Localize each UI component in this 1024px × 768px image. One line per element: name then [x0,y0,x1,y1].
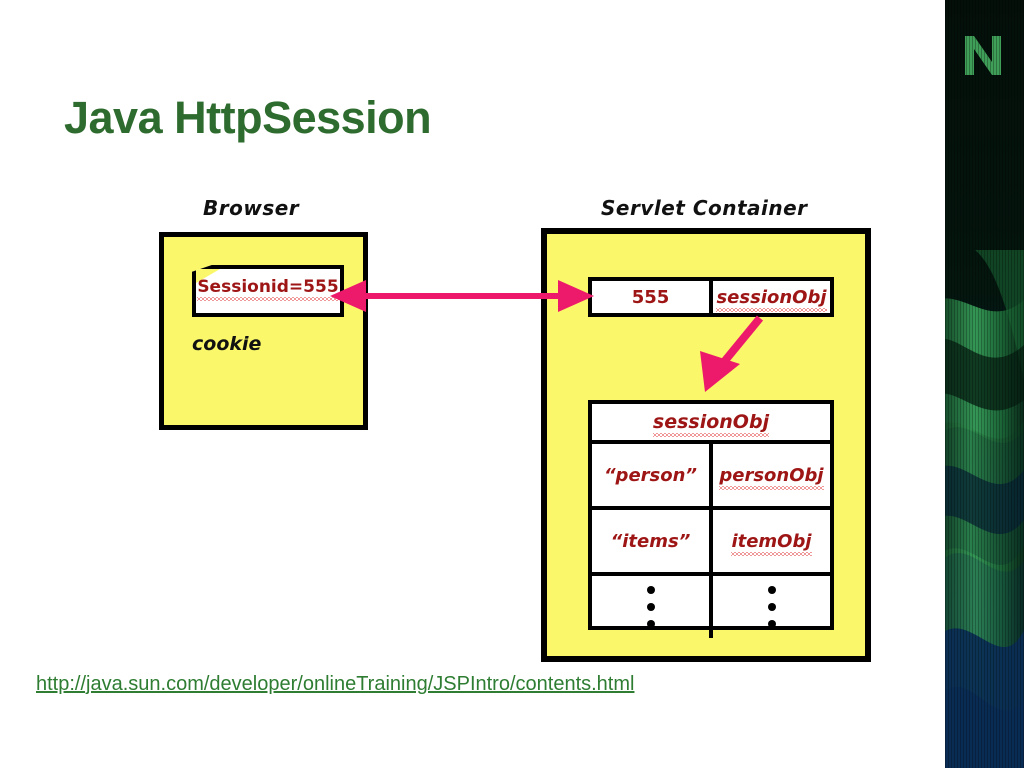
attribute-value-ellipsis [709,576,830,638]
page-title: Java HttpSession [64,92,432,143]
attribute-key: “person” [603,464,698,486]
session-object-ref-text: sessionObj [716,286,827,312]
decorative-side-panel [945,0,1024,768]
letter-n-logo-icon [965,36,1001,75]
session-id-cell: 555 [631,286,670,308]
vertical-ellipsis-icon [646,586,655,628]
table-row: “person” personObj [592,444,830,510]
session-object-ref-cell: sessionObj [709,281,830,313]
session-object-table-header: sessionObj [592,404,830,444]
source-url-link[interactable]: http://java.sun.com/developer/onlineTrai… [36,673,635,695]
session-object-table-header-text: sessionObj [652,411,770,437]
browser-caption: Browser [203,196,300,220]
servlet-container-caption: Servlet Container [601,196,808,220]
attribute-value-text: itemObj [731,530,812,556]
attribute-value: itemObj [709,510,830,572]
http-session-diagram: Browser Sessionid=555 cookie Servlet Con… [159,196,871,662]
cookie-value-text: Sessionid=555 [197,277,340,301]
attribute-value-text: personObj [719,464,824,490]
servlet-container-box: 555 sessionObj sessionObj “person” perso… [541,228,871,662]
cookie-value: Sessionid=555 [196,277,340,301]
session-map-row: 555 sessionObj [588,277,834,317]
table-row-ellipsis [592,576,830,638]
attribute-key: “items” [610,530,691,552]
side-panel-artwork [945,0,1024,768]
vertical-ellipsis-icon [767,586,776,628]
attribute-value: personObj [709,444,830,506]
attribute-key-ellipsis [592,576,709,638]
browser-box: Sessionid=555 cookie [159,232,368,430]
table-row: “items” itemObj [592,510,830,576]
cookie-note: Sessionid=555 [192,265,344,317]
cookie-label: cookie [192,333,262,355]
session-object-table: sessionObj “person” personObj “items” it… [588,400,834,638]
